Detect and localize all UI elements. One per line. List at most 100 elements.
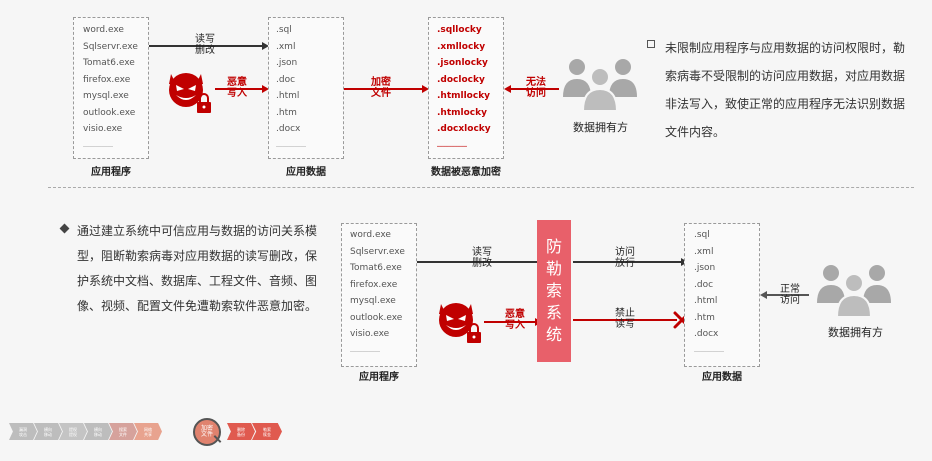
data-file: .docx <box>694 329 719 339</box>
bottom-rw-label: 读写 删改 <box>467 247 497 269</box>
process-step: 提权提权 <box>59 423 87 440</box>
label-line: 读写 <box>472 247 492 258</box>
defense-char: 索 <box>545 281 562 300</box>
bottom-block-label: 禁止 读写 <box>610 308 640 330</box>
data-file: .doc <box>276 74 296 85</box>
app-file: Sqlservr.exe <box>350 246 405 257</box>
bottom-allow-label: 访问 放行 <box>610 247 640 269</box>
label-line: 无法 <box>526 77 546 88</box>
process-step: 漏洞攻击 <box>9 423 37 440</box>
bottom-data-caption: 应用数据 <box>702 372 742 383</box>
app-file: …………… <box>83 141 113 149</box>
step-text: 加密 <box>200 425 213 432</box>
app-file: mysql.exe <box>83 91 129 101</box>
app-file: visio.exe <box>83 124 123 134</box>
top-data-caption: 应用数据 <box>286 167 326 178</box>
app-file: …………… <box>350 346 380 354</box>
bottom-malicious-label: 恶意 写入 <box>500 309 530 331</box>
app-file: outlook.exe <box>83 107 136 118</box>
data-file: .json <box>694 263 716 273</box>
top-app-list: word.exe Sqlservr.exe Tomat6.exe firefox… <box>83 22 138 154</box>
data-file: …………… <box>276 141 306 149</box>
data-owner-icon <box>560 55 640 117</box>
label-line: 访问 <box>615 247 635 258</box>
devil-icon <box>433 295 485 347</box>
label-line: 写入 <box>505 320 525 331</box>
bottom-data-list: .sql .xml .json .doc .html .htm .docx ……… <box>694 227 724 359</box>
bottom-bullet-icon <box>59 223 70 234</box>
label-line: 读写 <box>195 34 215 45</box>
app-file: visio.exe <box>350 329 390 339</box>
bottom-app-list: word.exe Sqlservr.exe Tomat6.exe firefox… <box>350 227 405 359</box>
defense-char: 防 <box>545 237 562 256</box>
process-step: 勒索赎金 <box>252 423 282 440</box>
top-bullet-text: 未限制应用程序与应用数据的访问权限时，勒索病毒不受限制的访问应用数据，对应用数据… <box>665 41 906 139</box>
label-line: 恶意 <box>227 77 247 88</box>
label-line: 加密 <box>371 77 391 88</box>
top-app-box <box>73 17 149 159</box>
bottom-normal-label: 正常 访问 <box>775 284 805 306</box>
label-line: 读写 <box>615 319 635 330</box>
app-file: firefox.exe <box>350 279 398 290</box>
process-step: 网络共享 <box>134 423 162 440</box>
data-file: .json <box>276 58 298 68</box>
top-encrypt-label: 加密 文件 <box>366 77 396 99</box>
data-file: .htm <box>276 107 297 118</box>
top-data-list: .sql .xml .json .doc .html .htm .docx ……… <box>276 22 306 154</box>
step-text: 提权 <box>69 431 77 437</box>
label-line: 删改 <box>195 45 215 56</box>
enc-file: .doclocky <box>437 74 485 85</box>
step-text: 移动 <box>94 431 102 437</box>
bottom-bullet-text: 通过建立系统中可信应用与数据的访问关系模型，阻断勒索病毒对应用数据的读写删改，保… <box>77 224 318 313</box>
process-step: 横向移动 <box>34 423 62 440</box>
step-text: 文件 <box>119 431 127 437</box>
top-no-access-arrow <box>504 85 559 93</box>
bottom-normal-arrow <box>760 291 809 299</box>
process-step: 删除备份 <box>227 423 255 440</box>
enc-file: .xmllocky <box>437 41 486 52</box>
label-line: 禁止 <box>615 308 635 319</box>
bottom-app-caption: 应用程序 <box>359 372 399 383</box>
step-text: 移动 <box>44 431 52 437</box>
enc-file: .htmllocky <box>437 91 491 101</box>
process-step: 搜索文件 <box>109 423 137 440</box>
app-file: Sqlservr.exe <box>83 41 138 52</box>
app-file: word.exe <box>83 25 124 35</box>
label-line: 正常 <box>780 284 800 295</box>
top-data-box <box>268 17 344 159</box>
app-file: outlook.exe <box>350 312 403 323</box>
defense-char: 系 <box>545 303 562 322</box>
data-file: .docx <box>276 124 301 134</box>
top-malicious-arrow <box>215 85 269 93</box>
defense-char: 统 <box>545 325 562 344</box>
devil-icon <box>163 66 215 116</box>
data-file: .xml <box>276 41 296 52</box>
step-text: 横向 <box>44 426 52 432</box>
section-divider <box>48 187 914 188</box>
step-text: 攻击 <box>19 431 27 437</box>
step-text: 横向 <box>94 426 102 432</box>
top-rw-arrow <box>149 42 269 50</box>
data-file: .xml <box>694 246 714 257</box>
enc-file: .sqllocky <box>437 25 482 35</box>
top-malicious-label: 恶意 写入 <box>222 77 252 99</box>
app-file: Tomat6.exe <box>83 58 135 68</box>
enc-file: .htmlocky <box>437 107 487 118</box>
app-file: Tomat6.exe <box>350 263 402 273</box>
top-app-caption: 应用程序 <box>91 167 131 178</box>
bottom-app-box <box>341 223 417 367</box>
top-bullet-icon <box>647 40 655 48</box>
anti-ransomware-system: 防 勒 索 系 统 <box>537 220 571 362</box>
data-file: .sql <box>694 230 710 240</box>
data-file: .doc <box>694 279 714 290</box>
bottom-data-box <box>684 223 760 367</box>
bottom-owner-label: 数据拥有方 <box>828 326 883 339</box>
process-step-active: 加密文件 <box>193 418 221 446</box>
data-owner-icon <box>814 261 894 323</box>
step-text: 备份 <box>237 431 245 437</box>
top-no-access-label: 无法 访问 <box>521 77 551 99</box>
step-text: 删除 <box>237 426 245 432</box>
enc-file: .jsonlocky <box>437 58 488 68</box>
label-line: 访问 <box>780 295 800 306</box>
step-text: 漏洞 <box>19 426 27 432</box>
